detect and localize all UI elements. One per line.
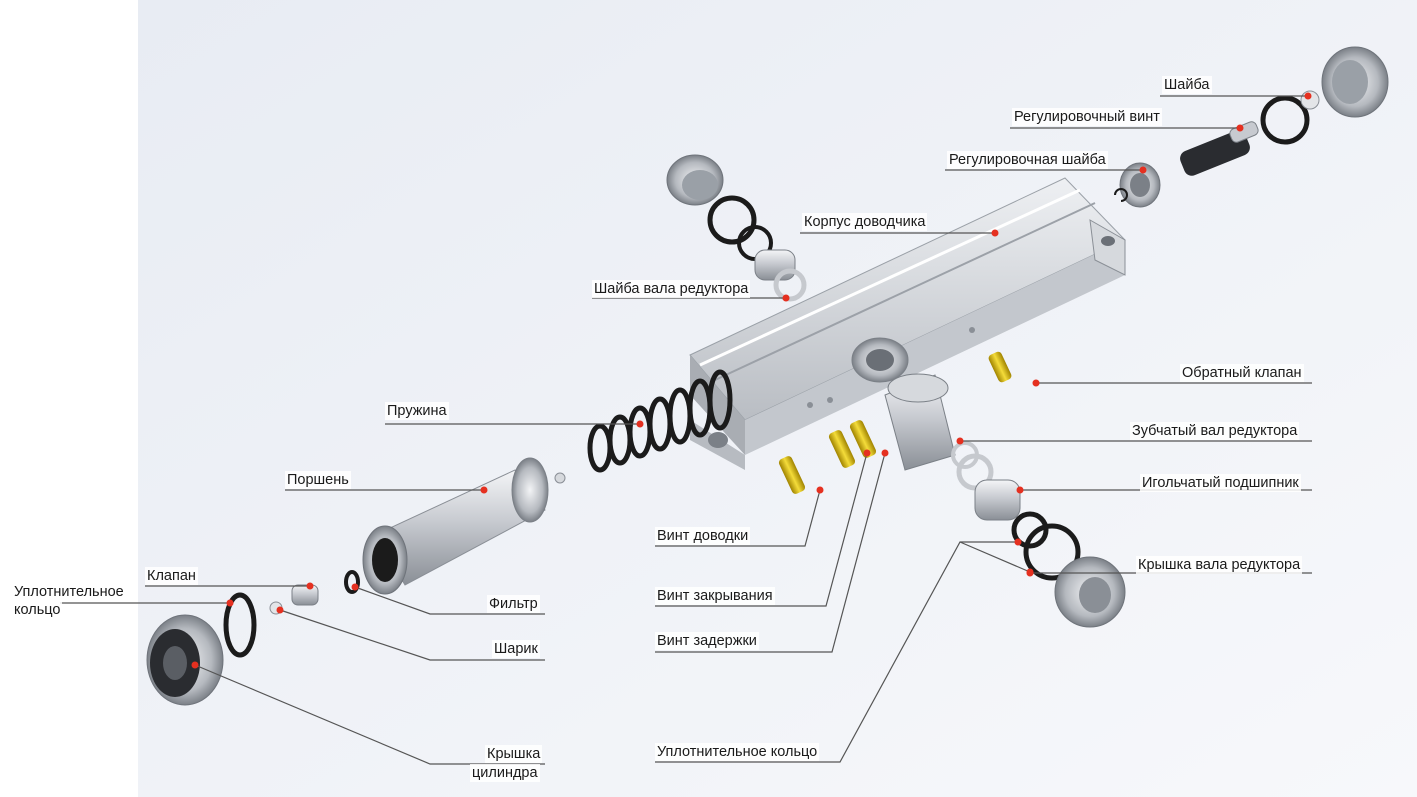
- leader-vint-zakryvaniya: [655, 452, 868, 607]
- leader-upl-bottom-b: [959, 541, 1031, 573]
- spring-part: [587, 369, 733, 473]
- label-regul-vint: Регулировочный винт: [1012, 108, 1162, 126]
- left-o-ring-part: [223, 592, 257, 658]
- label-shaiba: Шайба: [1162, 76, 1212, 94]
- label-regul-shaiba: Регулировочная шайба: [947, 151, 1108, 169]
- label-kryshka-vala: Крышка вала редуктора: [1136, 556, 1303, 574]
- leader-sharik: [279, 609, 545, 661]
- label-upl-bottom: Уплотнительное кольцо: [655, 743, 820, 761]
- label-shaiba-vala: Шайба вала редуктора: [592, 280, 751, 298]
- filter-part: [344, 570, 360, 594]
- leader-filtr: [354, 586, 545, 615]
- leader-vint-dovodki: [655, 489, 821, 547]
- leader-vint-zaderzhki: [655, 452, 886, 653]
- right-adjust-group: [1114, 46, 1389, 208]
- label-korpus: Корпус доводчика: [802, 213, 928, 231]
- label-filtr: Фильтр: [487, 595, 540, 613]
- label-igolchaty: Игольчатый подшипник: [1140, 474, 1301, 492]
- label-vint-dovodki: Винт доводки: [655, 527, 751, 545]
- label-kryshka-cil-1: Крышка: [485, 745, 543, 763]
- label-kryshka-cil-2: цилиндра: [470, 764, 540, 782]
- gear-shaft-group: [884, 373, 1126, 628]
- label-upl-left-1: Уплотнительное: [12, 583, 126, 601]
- valve-part: [291, 584, 319, 606]
- cylinder-cap-part: [146, 614, 224, 706]
- label-klapan: Клапан: [145, 567, 198, 585]
- leader-upl-bottom: [655, 541, 1018, 763]
- label-upl-left-2: кольцо: [12, 601, 63, 619]
- callout-dots: [191, 92, 1312, 669]
- piston-part: [362, 457, 566, 595]
- label-porshen: Поршень: [285, 471, 351, 489]
- label-vint-zaderzhki: Винт задержки: [655, 632, 759, 650]
- label-vint-zakryvaniya: Винт закрывания: [655, 587, 775, 605]
- label-zubchaty: Зубчатый вал редуктора: [1130, 422, 1300, 440]
- brass-screws-group: [778, 351, 1012, 494]
- label-pruzhina: Пружина: [385, 402, 449, 420]
- label-sharik: Шарик: [492, 640, 540, 658]
- label-obratny-klapan: Обратный клапан: [1180, 364, 1304, 382]
- reducer-shaft-washer-group: [666, 154, 807, 302]
